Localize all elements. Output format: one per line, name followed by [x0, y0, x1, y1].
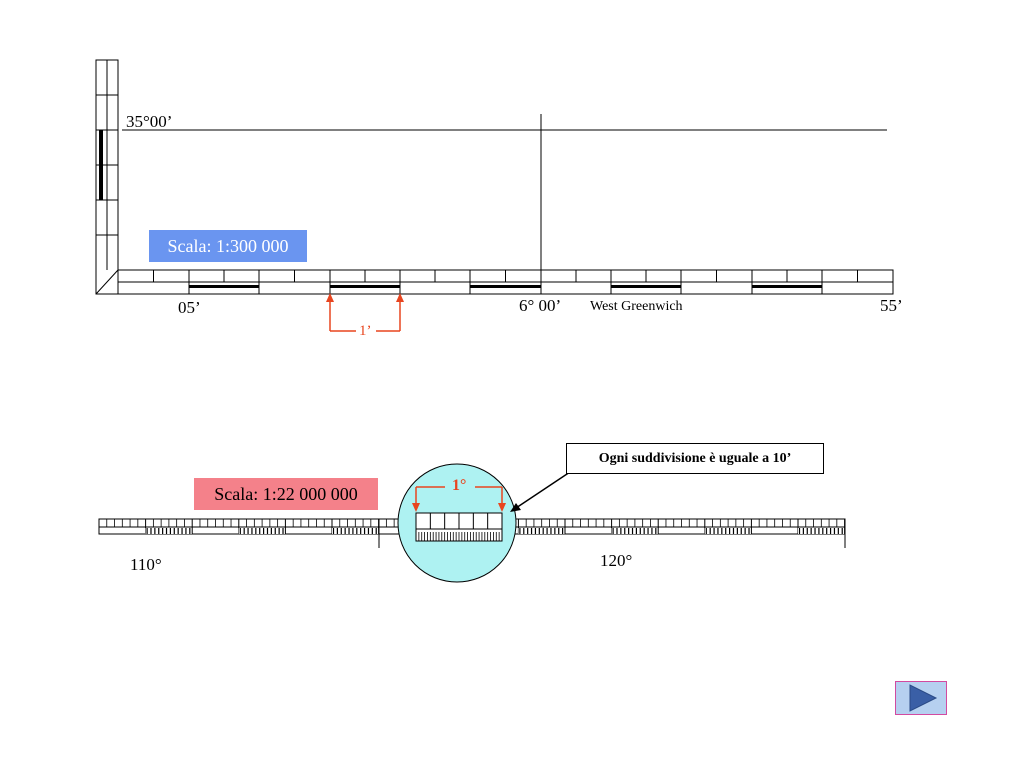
longitude-label-110: 110°: [130, 555, 162, 574]
meridian-reference: West Greenwich: [590, 299, 683, 314]
degree-bar-segment: [332, 528, 379, 534]
scale-bar-1-22000000: [98, 463, 846, 583]
scale-label-1-22000000: Scala: 1:22 000 000: [194, 478, 378, 510]
latitude-bar-segment: [99, 130, 103, 200]
longitude-bar-segment: [611, 285, 681, 288]
interval-label: 1’: [359, 323, 372, 339]
scale-bar-1-300000: [95, 59, 894, 332]
degree-bar-segment: [798, 528, 845, 534]
corner-diagonal: [95, 269, 119, 295]
degree-bar-segment: [238, 528, 286, 534]
longitude-label-right: 55’: [880, 296, 903, 315]
longitude-label-120: 120°: [600, 551, 633, 570]
latitude-label: 35°00’: [126, 112, 173, 131]
magnifier-degree-label: 1°: [452, 477, 467, 494]
degree-arrow-icon: [498, 503, 506, 512]
interval-arrow-icon: [326, 293, 334, 302]
degree-bar-segment: [518, 528, 565, 534]
subdivision-callout: Ogni suddivisione è uguale a 10’: [566, 443, 824, 474]
longitude-label-left: 05’: [178, 298, 201, 317]
callout-arrow-icon: [510, 503, 521, 512]
interval-arrow-icon: [396, 293, 404, 302]
degree-arrow-icon: [412, 503, 420, 512]
play-arrow-icon: [909, 684, 938, 712]
longitude-bar-segment: [470, 285, 541, 288]
longitude-bar-segment: [752, 285, 822, 288]
next-slide-button[interactable]: [895, 681, 947, 715]
degree-bar-segment: [611, 528, 659, 534]
degree-bar-segment: [704, 528, 752, 534]
longitude-bar-segment: [330, 285, 400, 288]
longitude-bar-segment: [189, 285, 259, 288]
callout-pointer: [515, 471, 571, 509]
scale-label-1-300000: Scala: 1:300 000: [149, 230, 307, 262]
degree-bar-segment: [145, 528, 193, 534]
longitude-label-center: 6° 00’: [519, 296, 562, 315]
